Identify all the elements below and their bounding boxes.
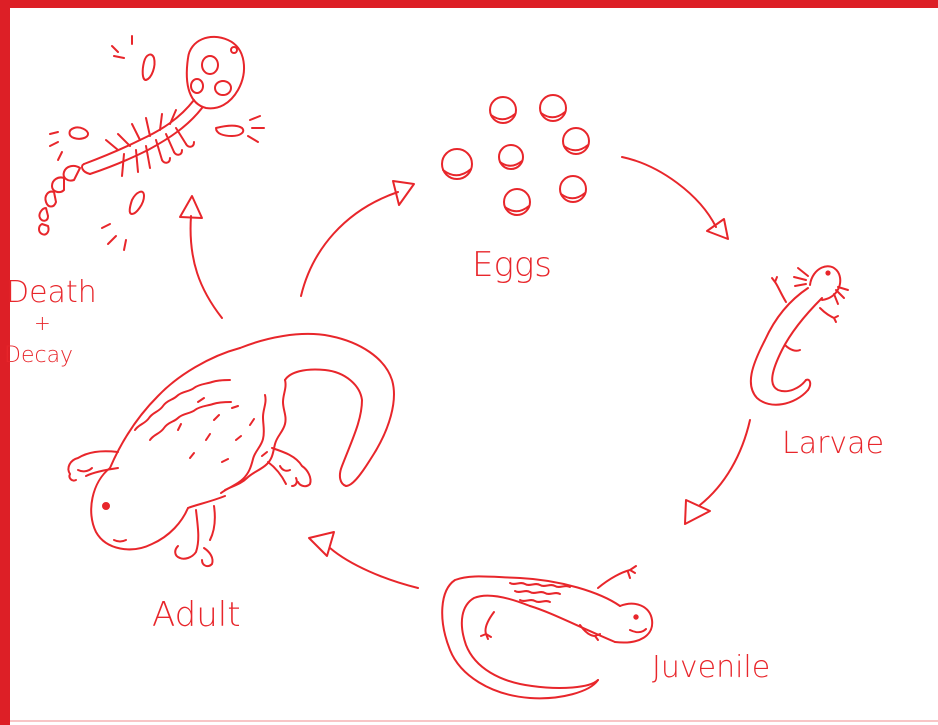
label-death-line1: Death [6,275,97,310]
label-juvenile: Juvenile [652,650,770,685]
label-eggs: Eggs [472,245,552,285]
label-larvae: Larvae [782,426,884,461]
label-death-line2: Decay [4,343,73,368]
label-death-plus: + [34,311,51,335]
label-adult: Adult [152,595,241,635]
